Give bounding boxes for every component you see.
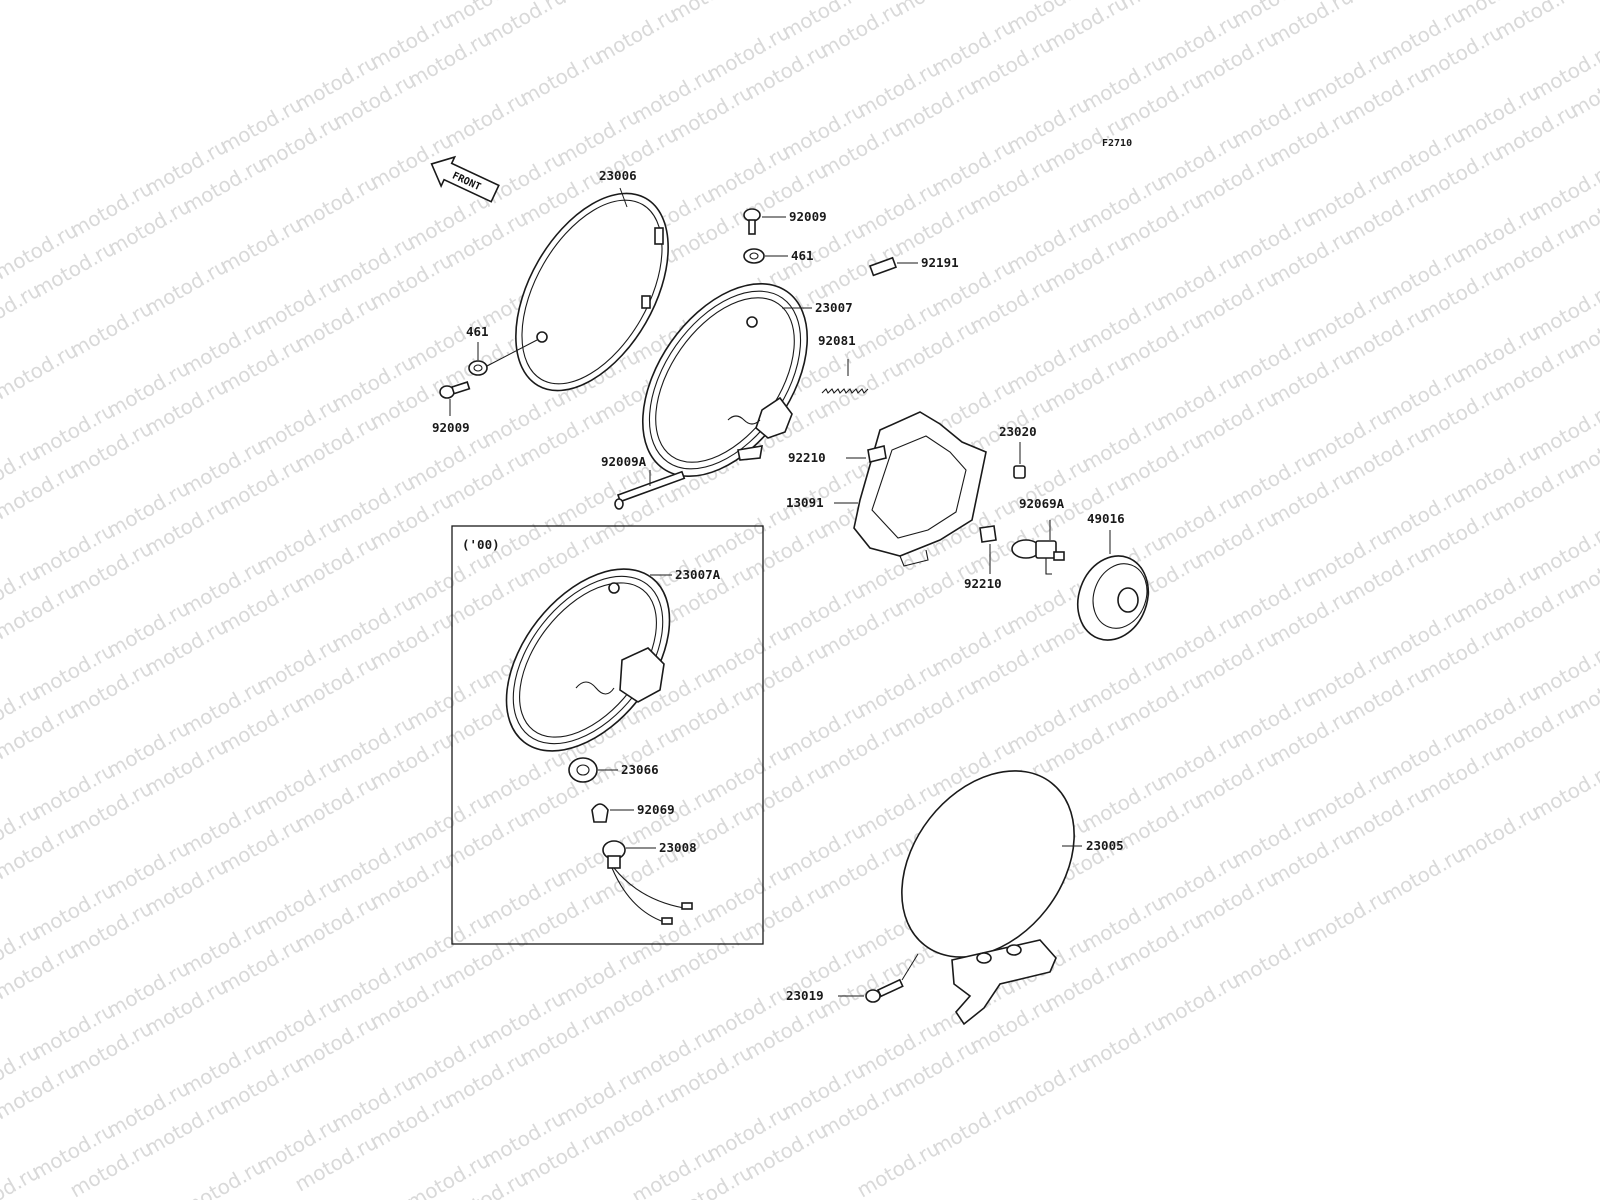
part-label-23020: 23020 — [999, 424, 1037, 439]
watermark-text: motod.ru — [554, 0, 645, 8]
watermark-text: motod.ru — [1116, 0, 1207, 14]
variant-box — [451, 525, 764, 945]
part-label-461-top: 461 — [791, 248, 814, 263]
diagram-code: F2710 — [1102, 138, 1132, 149]
headlight-bracket — [853, 411, 987, 567]
washer-461-left — [468, 360, 488, 376]
watermark-text: motod.ru — [1528, 758, 1600, 825]
washer-461-top — [743, 248, 765, 264]
part-label-461-left: 461 — [466, 324, 489, 339]
grommet-23066 — [568, 757, 598, 783]
cap-23020 — [1013, 465, 1026, 479]
part-label-23005: 23005 — [1086, 838, 1124, 853]
screw-92009-top — [743, 208, 761, 235]
part-label-92069: 92069 — [637, 802, 675, 817]
socket-23008 — [602, 840, 693, 925]
headlight-rim — [515, 192, 669, 392]
part-label-92081: 92081 — [818, 333, 856, 348]
part-label-23008: 23008 — [659, 840, 697, 855]
clip-92210-bottom — [979, 525, 997, 543]
part-label-92210-top: 92210 — [788, 450, 826, 465]
part-label-23007A: 23007A — [675, 567, 721, 582]
headlight-lens — [901, 770, 1075, 1026]
part-label-23006: 23006 — [599, 168, 637, 183]
part-label-23007: 23007 — [815, 300, 853, 315]
part-label-13091: 13091 — [786, 495, 824, 510]
variant-box-label: ('00) — [462, 537, 500, 552]
bolt-23019 — [865, 978, 904, 1003]
bulb-92069 — [591, 803, 609, 823]
part-label-92009A: 92009A — [601, 454, 647, 469]
screw-92009-left — [439, 381, 471, 399]
part-label-92009-top: 92009 — [789, 209, 827, 224]
part-label-49016: 49016 — [1087, 511, 1125, 526]
part-label-92069A: 92069A — [1019, 496, 1065, 511]
watermark-text: motod.ru — [1491, 0, 1582, 44]
part-label-23019: 23019 — [786, 988, 824, 1003]
watermark-text: motod.ru — [666, 0, 757, 26]
bulb-92069A — [1011, 539, 1065, 575]
sleeve-92191 — [868, 256, 897, 277]
spring-92081 — [821, 388, 869, 394]
clip-92210-top — [867, 445, 887, 463]
part-label-92191: 92191 — [921, 255, 959, 270]
headlight-housing — [641, 282, 809, 478]
headlight-housing-variant — [505, 568, 671, 752]
part-label-92210-bottom: 92210 — [964, 576, 1002, 591]
watermark-text: motod.ru — [1341, 0, 1432, 8]
watermark-text: motod.ru — [891, 0, 982, 20]
part-label-23066: 23066 — [621, 762, 659, 777]
part-label-92009-left: 92009 — [432, 420, 470, 435]
dust-cover-49016 — [1077, 555, 1149, 641]
